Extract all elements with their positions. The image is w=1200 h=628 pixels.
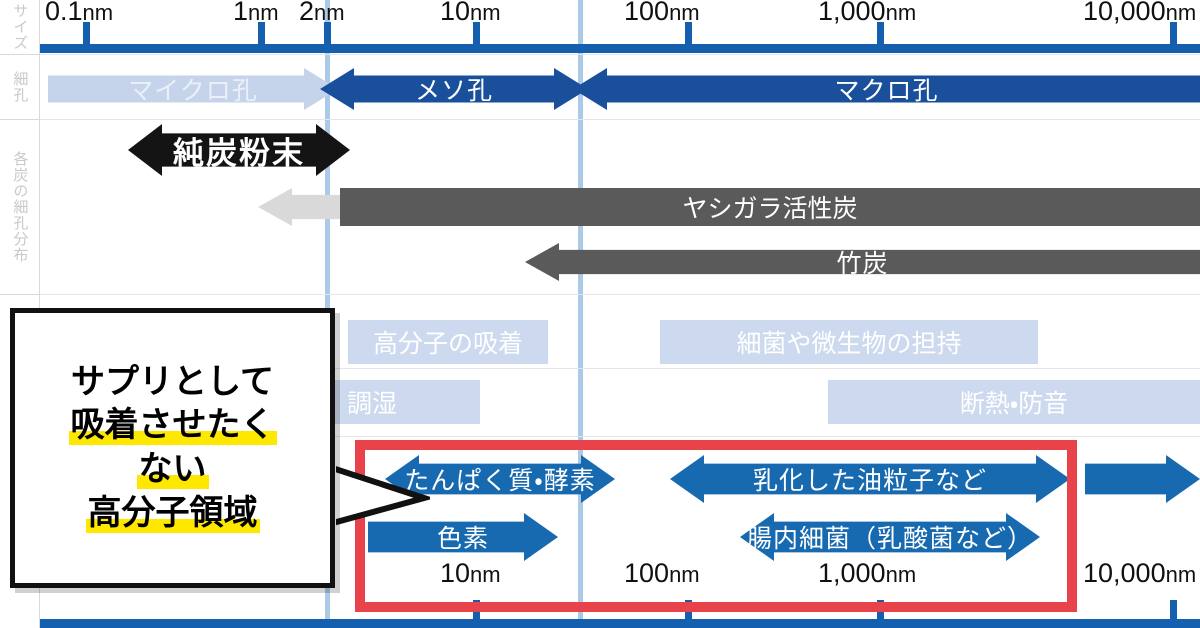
pore-label-macropore: マクロ孔 [834,77,939,105]
row-divider-2 [40,119,1200,120]
callout-line-2: 吸着させたく [68,404,277,448]
callout-line-4-text: 高分子領域 [85,492,260,533]
charcoal-bar-bamboo-charcoal: 竹炭 [525,243,1200,281]
tick-0.1nm [83,22,90,44]
bottom-tick-10000nm [1170,600,1177,620]
row-divider-4 [40,368,1200,369]
pore-band-micropore: マイクロ孔 [48,68,338,110]
bottom-tick-10nm [473,600,480,620]
callout-pointer [320,460,430,530]
tick-2nm [324,22,331,44]
tick-label-10000nm: 10,000nm [1083,0,1197,26]
target-label-gut-bacteria: 腸内細菌（乳酸菌など） [746,525,1033,553]
application-label-microbe-support: 細菌や微生物の担持 [736,330,962,358]
tick-label-1000nm: 1,000nm [818,0,917,26]
tick-1000nm [877,22,884,44]
tick-label-10nm: 10nm [440,0,501,26]
pore-band-macropore: マクロ孔 [573,68,1200,110]
bottom-tick-100nm [685,600,692,620]
callout-line-1: サプリとして [71,361,274,402]
bottom-tick-label-10nm: 10nm [440,558,501,588]
charcoal-bar-pure-charcoal-powder: 純炭粉末 [128,124,350,176]
gutter-pores-text: 細孔 [11,71,29,103]
charcoal-label-bamboo-charcoal: 竹炭 [836,250,889,278]
tick-1nm [258,22,265,44]
pore-label-micropore: マイクロ孔 [128,77,258,105]
callout-line-2-text: 吸着させたく [68,405,277,446]
callout-line-4: 高分子領域 [85,492,260,536]
row-divider-5 [40,436,1200,437]
top-axis-bar [40,44,1200,53]
tick-10000nm [1170,22,1177,44]
application-bar-polymer-adsorption: 高分子の吸着 [348,320,548,364]
bottom-tick-1000nm [877,600,884,620]
charcoal-label-pure-charcoal-powder: 純炭粉末 [173,135,305,171]
target-arrow-emulsified-oil-particles: 乳化した油粒子など [670,455,1070,503]
target-label-pigment: 色素 [436,525,489,553]
target-arrow-gut-bacteria: 腸内細菌（乳酸菌など） [740,513,1040,561]
tick-label-0.1nm: 0.1nm [45,0,114,26]
tick-100nm [685,22,692,44]
application-label-polymer-adsorption: 高分子の吸着 [372,330,523,358]
tick-label-100nm: 100nm [624,0,700,26]
application-label-humidity-control: 調湿 [347,390,398,418]
bottom-tick-label-1000nm: 1,000nm [818,558,917,588]
pore-band-mesopore: メソ孔 [320,68,588,110]
gutter-label-distribution: 各炭の細孔分布 [0,120,40,295]
tick-10nm [473,22,480,44]
gutter-label-pores: 細孔 [0,55,40,120]
callout-line-3: ない [136,448,209,492]
gutter-label-size: サイズ [0,0,40,55]
guide-line-100nm [578,0,583,628]
callout-box: サプリとして 吸着させたく ない 高分子領域 [10,308,335,588]
application-label-insulation-soundproofing: 断熱・防音 [959,390,1069,418]
gutter-size-text: サイズ [11,3,29,51]
target-label-emulsified-oil-particles: 乳化した油粒子など [752,467,987,495]
application-bar-humidity-control: 調湿 [325,380,480,424]
target-label-protein-enzyme: たんぱく質・酵素 [404,467,596,495]
target-arrow-emulsified-oil-continuation [1085,455,1200,503]
bottom-tick-label-100nm: 100nm [624,558,700,588]
bottom-axis-bar [40,619,1200,628]
charcoal-bar-coconut-shell-activated-carbon: ヤシガラ活性炭 [340,188,1200,226]
charcoal-label-coconut-shell-activated-carbon: ヤシガラ活性炭 [682,195,858,223]
tick-label-2nm: 2nm [299,0,345,26]
application-bar-microbe-support: 細菌や微生物の担持 [660,320,1038,364]
application-bar-insulation-soundproofing: 断熱・防音 [828,380,1200,424]
tick-label-1nm: 1nm [233,0,279,26]
bottom-tick-label-10000nm: 10,000nm [1083,558,1197,588]
row-divider-1 [40,54,1200,55]
pore-label-mesopore: メソ孔 [414,77,493,105]
gutter-distribution-text: 各炭の細孔分布 [11,151,29,263]
row-divider-3 [40,294,1200,295]
callout-line-3-text: ない [136,449,209,489]
